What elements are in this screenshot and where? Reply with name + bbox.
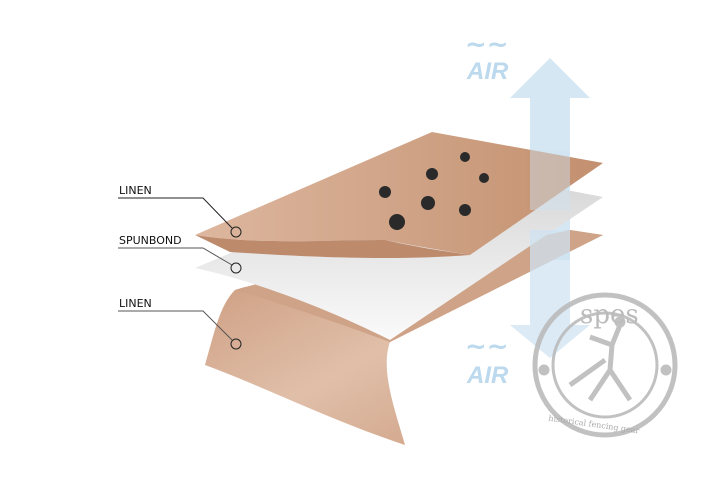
- leader-line-bottom: [118, 310, 233, 341]
- pores: [379, 152, 489, 230]
- top-linen-layer: [195, 132, 603, 255]
- label-spunbond: SPUNBOND: [119, 234, 182, 247]
- label-top-linen: LINEN: [119, 184, 152, 197]
- logo-name: spes: [580, 300, 639, 330]
- air-label-top: AIR: [467, 58, 509, 85]
- spes-logo: [532, 292, 678, 438]
- air-wave-icon-top: ~~: [465, 30, 509, 60]
- leader-line-middle: [118, 247, 233, 266]
- air-wave-icon-bottom: ~~: [465, 332, 509, 362]
- leader-line-top: [118, 197, 233, 229]
- label-bottom-linen: LINEN: [119, 297, 152, 310]
- air-label-bottom: AIR: [467, 362, 509, 389]
